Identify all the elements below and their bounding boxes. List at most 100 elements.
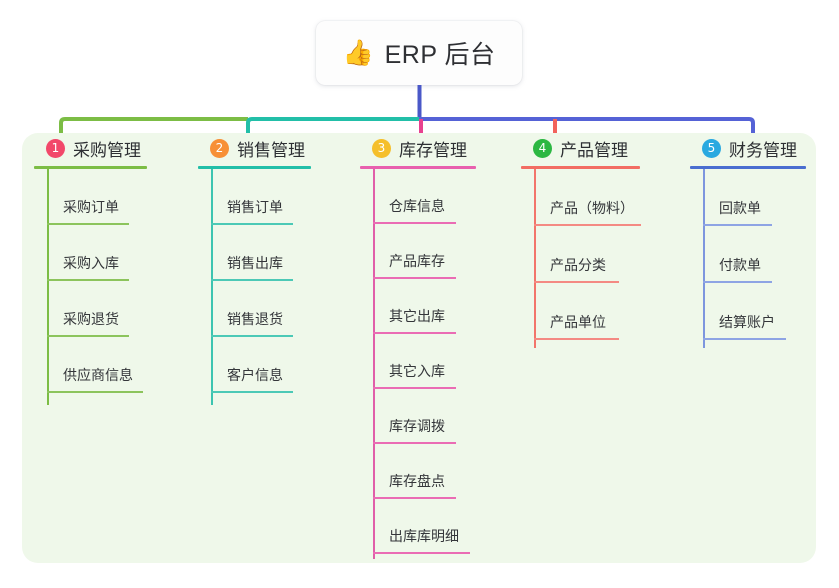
leaf-label: 结算账户 <box>719 314 775 330</box>
leaf-rule <box>373 387 456 389</box>
leaf-label: 产品单位 <box>550 314 606 330</box>
list-item[interactable]: 采购入库 <box>34 225 194 281</box>
list-item[interactable]: 产品分类 <box>521 226 696 283</box>
branch-column-3: 3 库存管理 仓库信息 产品库存 其它出库 其它入库 <box>360 133 530 559</box>
leaf-label: 客户信息 <box>227 367 283 383</box>
leaf-rule <box>373 222 456 224</box>
leaf-label: 产品（物料） <box>550 200 634 216</box>
branch-items-2: 销售订单 销售出库 销售退货 客户信息 <box>198 169 358 405</box>
leaf-rule <box>211 279 293 281</box>
list-item[interactable]: 销售退货 <box>198 281 358 337</box>
leaf-label: 销售退货 <box>227 311 283 327</box>
leaf-label: 采购退货 <box>63 311 119 327</box>
branch-columns: 1 采购管理 采购订单 采购入库 采购退货 供应商信 <box>0 133 839 563</box>
leaf-label: 其它入库 <box>389 363 445 379</box>
list-item[interactable]: 销售订单 <box>198 169 358 225</box>
branch-rule-2 <box>198 166 311 169</box>
leaf-rule <box>47 279 129 281</box>
branch-spine-1 <box>47 169 49 405</box>
leaf-label: 回款单 <box>719 200 761 216</box>
branch-spine-5 <box>703 169 705 348</box>
branch-items-3: 仓库信息 产品库存 其它出库 其它入库 库存调拨 <box>360 169 530 559</box>
branch-header-4[interactable]: 4 产品管理 <box>521 133 696 163</box>
branch-title-2: 销售管理 <box>237 140 305 160</box>
branch-title-1: 采购管理 <box>73 140 141 160</box>
branch-column-1: 1 采购管理 采购订单 采购入库 采购退货 供应商信 <box>34 133 194 405</box>
branch-spine-2 <box>211 169 213 405</box>
list-item[interactable]: 结算账户 <box>690 283 820 340</box>
branch-column-4: 4 产品管理 产品（物料） 产品分类 产品单位 <box>521 133 696 348</box>
leaf-label: 供应商信息 <box>63 367 133 383</box>
list-item[interactable]: 供应商信息 <box>34 337 194 393</box>
leaf-label: 其它出库 <box>389 308 445 324</box>
branch-column-5: 5 财务管理 回款单 付款单 结算账户 <box>690 133 820 348</box>
list-item[interactable]: 付款单 <box>690 226 820 283</box>
branch-items-1: 采购订单 采购入库 采购退货 供应商信息 <box>34 169 194 405</box>
leaf-rule <box>211 223 293 225</box>
branch-title-4: 产品管理 <box>560 140 628 160</box>
root-node-content: 👍 ERP 后台 <box>342 35 495 71</box>
thumbs-up-icon: 👍 <box>342 38 374 67</box>
root-node[interactable]: 👍 ERP 后台 <box>316 21 522 85</box>
leaf-rule <box>47 391 143 393</box>
leaf-label: 出库库明细 <box>389 528 459 544</box>
branch-header-3[interactable]: 3 库存管理 <box>360 133 530 163</box>
leaf-label: 付款单 <box>719 257 761 273</box>
branch-rule-3 <box>360 166 476 169</box>
leaf-rule <box>534 281 619 283</box>
leaf-rule <box>373 552 470 554</box>
branch-header-1[interactable]: 1 采购管理 <box>34 133 194 163</box>
list-item[interactable]: 其它入库 <box>360 334 530 389</box>
branch-spine-4 <box>534 169 536 348</box>
branch-badge-3: 3 <box>372 138 391 158</box>
branch-items-5: 回款单 付款单 结算账户 <box>690 169 820 348</box>
leaf-label: 采购订单 <box>63 199 119 215</box>
list-item[interactable]: 出库库明细 <box>360 499 530 554</box>
leaf-label: 库存盘点 <box>389 473 445 489</box>
list-item[interactable]: 客户信息 <box>198 337 358 393</box>
branch-column-2: 2 销售管理 销售订单 销售出库 销售退货 客户信息 <box>198 133 358 405</box>
leaf-label: 产品分类 <box>550 257 606 273</box>
branch-badge-5: 5 <box>702 138 721 158</box>
leaf-rule <box>211 335 293 337</box>
leaf-rule <box>47 335 129 337</box>
branch-header-5[interactable]: 5 财务管理 <box>690 133 820 163</box>
content-panel <box>22 133 816 563</box>
branch-spine-3 <box>373 169 375 559</box>
leaf-label: 仓库信息 <box>389 198 445 214</box>
list-item[interactable]: 仓库信息 <box>360 169 530 224</box>
list-item[interactable]: 产品库存 <box>360 224 530 279</box>
list-item[interactable]: 库存盘点 <box>360 444 530 499</box>
leaf-label: 采购入库 <box>63 255 119 271</box>
branch-title-5: 财务管理 <box>729 140 797 160</box>
leaf-label: 产品库存 <box>389 253 445 269</box>
branch-header-2[interactable]: 2 销售管理 <box>198 133 358 163</box>
list-item[interactable]: 产品（物料） <box>521 169 696 226</box>
branch-rule-1 <box>34 166 147 169</box>
leaf-rule <box>47 223 129 225</box>
leaf-rule <box>373 497 456 499</box>
list-item[interactable]: 采购退货 <box>34 281 194 337</box>
leaf-rule <box>703 281 772 283</box>
list-item[interactable]: 采购订单 <box>34 169 194 225</box>
leaf-rule <box>703 338 786 340</box>
leaf-rule <box>373 442 456 444</box>
root-node-title: ERP 后台 <box>384 41 496 69</box>
list-item[interactable]: 其它出库 <box>360 279 530 334</box>
leaf-rule <box>534 338 619 340</box>
branch-badge-2: 2 <box>210 138 229 158</box>
leaf-label: 销售订单 <box>227 199 283 215</box>
branch-items-4: 产品（物料） 产品分类 产品单位 <box>521 169 696 348</box>
leaf-label: 销售出库 <box>227 255 283 271</box>
list-item[interactable]: 销售出库 <box>198 225 358 281</box>
leaf-rule <box>373 277 456 279</box>
leaf-rule <box>373 332 456 334</box>
branch-rule-5 <box>690 166 806 169</box>
list-item[interactable]: 库存调拨 <box>360 389 530 444</box>
leaf-rule <box>211 391 293 393</box>
list-item[interactable]: 产品单位 <box>521 283 696 340</box>
leaf-label: 库存调拨 <box>389 418 445 434</box>
branch-title-3: 库存管理 <box>399 140 467 160</box>
list-item[interactable]: 回款单 <box>690 169 820 226</box>
